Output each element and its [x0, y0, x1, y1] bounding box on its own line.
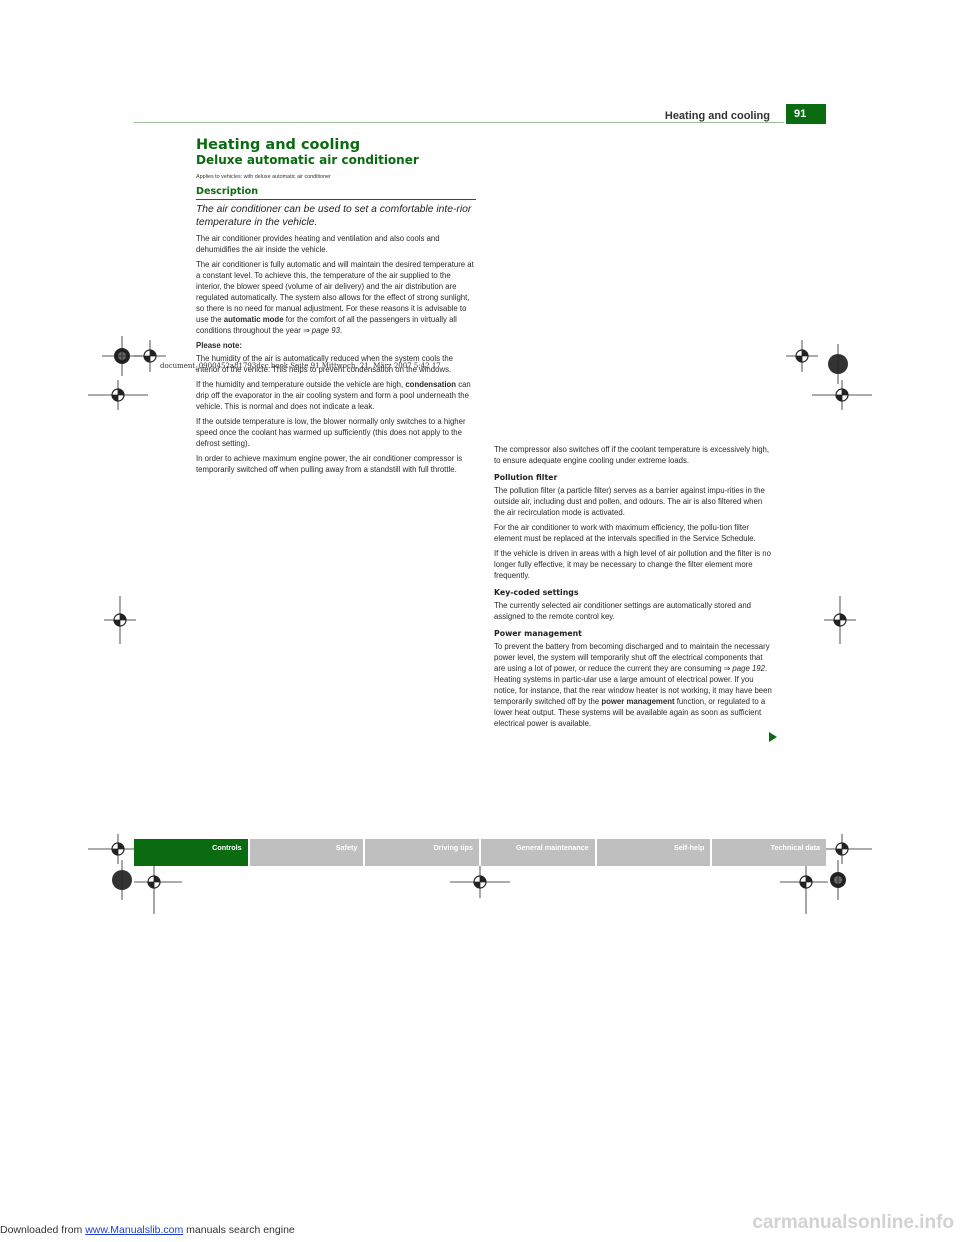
heading-key-coded-settings: Key-coded settings — [494, 588, 579, 597]
paragraph: If the outside temperature is low, the b… — [196, 417, 466, 448]
paragraph: The currently selected air conditioner s… — [494, 601, 751, 621]
intro-text: The air conditioner can be used to set a… — [196, 204, 472, 228]
paragraph: The compressor also switches off if the … — [494, 445, 770, 465]
header-rule — [134, 122, 784, 123]
registration-mark-icon — [830, 860, 846, 900]
chapter-title: Heating and cooling — [196, 137, 361, 153]
file-info: document_0900452a81793dcc.book Seite 91 … — [160, 362, 441, 370]
right-column: The compressor also switches off if the … — [494, 444, 774, 733]
crosshair-icon — [134, 340, 166, 372]
registration-dot-icon — [112, 860, 132, 900]
crosshair-icon — [134, 866, 182, 914]
download-credit: Downloaded from www.Manualslib.com manua… — [0, 1224, 295, 1236]
page-reference-link[interactable]: page 93 — [309, 326, 340, 335]
reference-arrow-icon: ⇒ — [723, 664, 731, 673]
tab-safety[interactable]: Safety — [249, 839, 364, 866]
heading-power-management: Power management — [494, 629, 582, 638]
subheading-description: Description — [196, 186, 476, 200]
crosshair-icon — [88, 380, 148, 410]
reference-arrow-icon: ⇒ — [303, 326, 310, 335]
paragraph: To prevent the battery from becoming dis… — [494, 642, 772, 728]
tab-self-help[interactable]: Self-help — [596, 839, 711, 866]
section-tab-bar: Controls Safety Driving tips General mai… — [134, 839, 827, 866]
manualslib-link[interactable]: www.Manualslib.com — [85, 1224, 184, 1236]
watermark: carmanualsonline.info — [752, 1212, 954, 1233]
continue-arrow-icon — [769, 732, 777, 742]
running-title: Heating and cooling — [664, 110, 770, 122]
applies-to-note: Applies to vehicles: with deluxe automat… — [196, 174, 331, 180]
heading-pollution-filter: Pollution filter — [494, 473, 558, 482]
paragraph: If the vehicle is driven in areas with a… — [494, 549, 771, 580]
paragraph: In order to achieve maximum engine power… — [196, 454, 463, 474]
crosshair-icon — [780, 866, 828, 914]
tab-controls[interactable]: Controls — [134, 839, 248, 866]
crosshair-icon — [824, 596, 856, 644]
crosshair-icon — [104, 596, 136, 644]
tab-driving-tips[interactable]: Driving tips — [365, 839, 480, 866]
tab-general-maintenance[interactable]: General maintenance — [481, 839, 595, 866]
paragraph: The air conditioner is fully automatic a… — [196, 260, 474, 335]
section-title: Deluxe automatic air conditioner — [196, 153, 419, 167]
left-column: Heating and cooling Deluxe automatic air… — [196, 137, 476, 479]
page-number: 91 — [786, 104, 826, 124]
note-label: Please note: — [196, 341, 242, 350]
paragraph: For the air conditioner to work with max… — [494, 523, 756, 543]
crosshair-icon — [812, 380, 872, 410]
paragraph: The humidity of the air is automatically… — [196, 354, 453, 374]
crosshair-icon — [786, 340, 818, 372]
crosshair-icon — [450, 866, 510, 898]
page-reference-link[interactable]: page 192 — [730, 664, 765, 673]
paragraph: If the humidity and temperature outside … — [196, 380, 471, 411]
paragraph: The pollution filter (a particle filter)… — [494, 486, 765, 517]
paragraph: The air conditioner provides heating and… — [196, 234, 440, 254]
tab-technical-data[interactable]: Technical data — [712, 839, 827, 866]
registration-dot-icon — [828, 344, 848, 384]
